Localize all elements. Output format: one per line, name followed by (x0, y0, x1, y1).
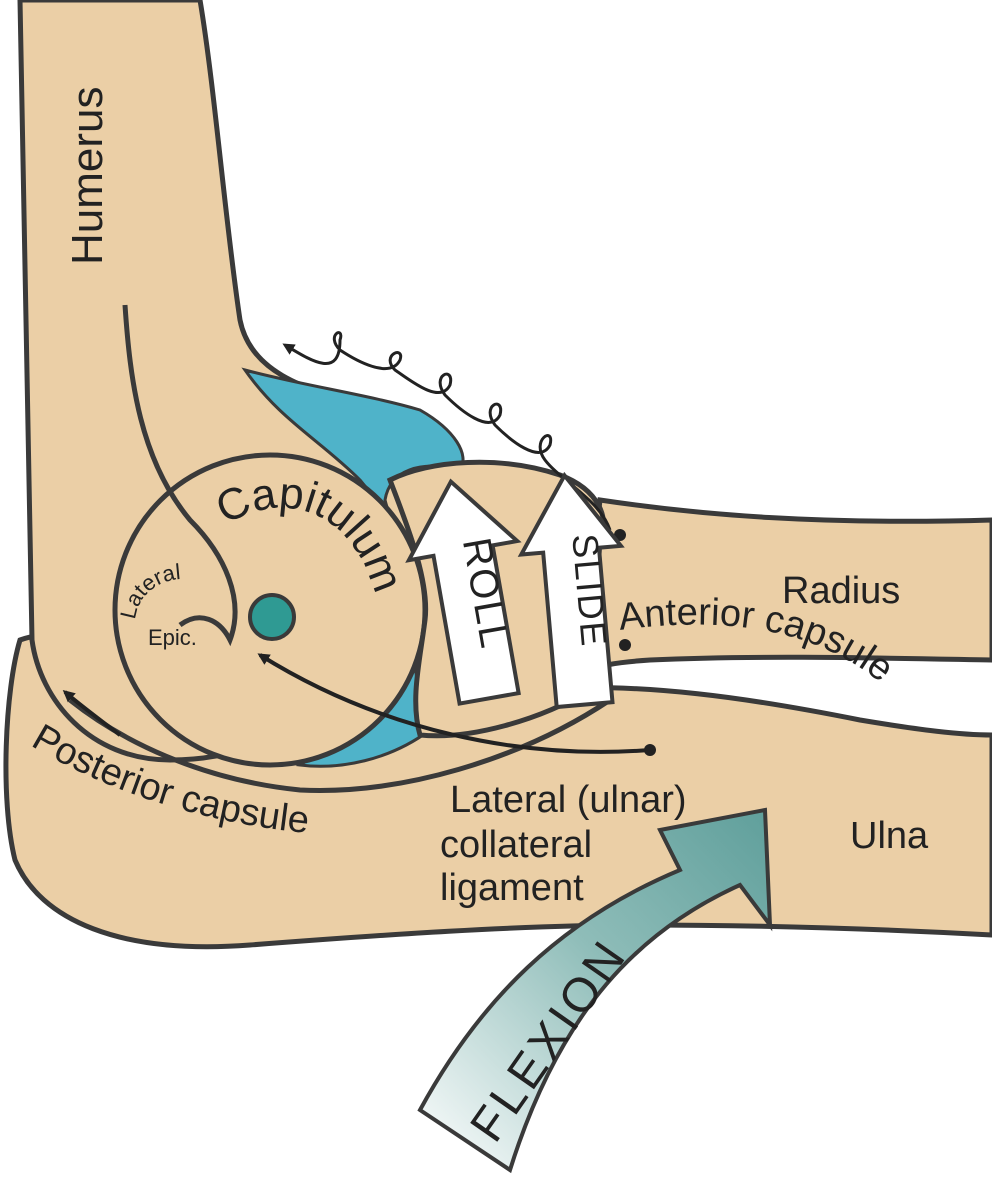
humerus-label: Humerus (63, 87, 112, 266)
slide-arrow: SLIDE (517, 471, 625, 710)
posterior-capsule-arrow (62, 690, 122, 737)
posterior-capsule-line (68, 697, 612, 793)
flexion-arrow (417, 807, 773, 1174)
radius-label: Radius (782, 570, 900, 612)
axis-dot (248, 593, 296, 641)
epic-label: Epic. (148, 625, 197, 650)
ligament-label-line2: collateral (440, 824, 592, 866)
anterior-capsule-coil (282, 331, 612, 531)
ligament-label-line3: ligament (440, 867, 584, 909)
radius-dot (619, 639, 631, 651)
slide-label: SLIDE (564, 532, 615, 649)
lateral-epicondyle (122, 304, 238, 647)
radius-bone (576, 497, 992, 681)
ligament-label-line1: Lateral (ulnar) (450, 779, 687, 821)
ligament-arrow (257, 653, 651, 754)
ulna-label: Ulna (850, 815, 929, 857)
ligament-dot (644, 744, 656, 756)
